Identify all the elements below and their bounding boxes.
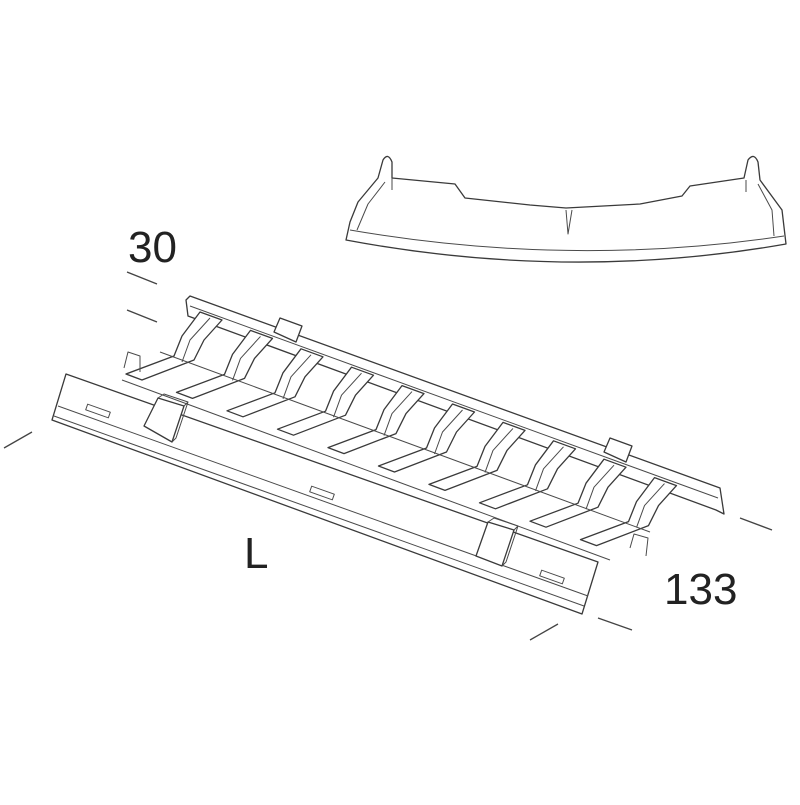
slot-left bbox=[85, 403, 111, 419]
louvre-blade bbox=[175, 329, 274, 400]
width-dimension-label: 133 bbox=[664, 565, 738, 614]
front-side-panel bbox=[51, 373, 599, 615]
back-clip-right bbox=[603, 437, 633, 463]
back-clip-left bbox=[273, 317, 303, 343]
louvre-blade-edge bbox=[636, 483, 665, 528]
louvre-blade bbox=[327, 384, 425, 455]
slot-right bbox=[539, 569, 565, 585]
louvre-blade-edge bbox=[383, 391, 413, 436]
louvre-blade bbox=[377, 403, 476, 473]
height-mark-top bbox=[126, 271, 158, 285]
length-mark-left bbox=[3, 431, 33, 449]
slot-center bbox=[309, 485, 335, 501]
louvre-blade bbox=[579, 476, 678, 547]
louvre-blade-edge bbox=[282, 354, 312, 399]
louvre-assembly bbox=[51, 295, 725, 615]
louvre-blade-edge bbox=[535, 446, 564, 491]
inner-rail-mid bbox=[159, 351, 651, 533]
louvre-blade-edge bbox=[232, 336, 261, 381]
louvre-blade-edge bbox=[434, 409, 463, 455]
louvre-blade-edge bbox=[181, 317, 211, 363]
louvre-blade bbox=[478, 440, 577, 510]
louvre-blade bbox=[276, 366, 375, 436]
length-mark-right bbox=[529, 623, 559, 641]
louvre-blade bbox=[428, 421, 526, 492]
width-mark-bottom bbox=[597, 617, 633, 631]
louvre-blade bbox=[125, 311, 223, 381]
louvre-blade-edge bbox=[484, 428, 514, 473]
height-mark-bottom bbox=[126, 309, 158, 323]
dimension-marks bbox=[3, 271, 773, 641]
louvre-blade bbox=[226, 348, 324, 418]
cross-section-profile bbox=[345, 155, 787, 263]
height-dimension-label: 30 bbox=[128, 223, 177, 272]
louvre-blades bbox=[125, 311, 678, 547]
louvre-blade bbox=[529, 458, 627, 528]
inner-rail-front bbox=[121, 379, 611, 561]
width-mark-top bbox=[739, 517, 773, 531]
louvre-blade-edge bbox=[585, 464, 615, 510]
louvre-blade-edge bbox=[333, 372, 362, 418]
length-dimension-label: L bbox=[244, 529, 269, 578]
